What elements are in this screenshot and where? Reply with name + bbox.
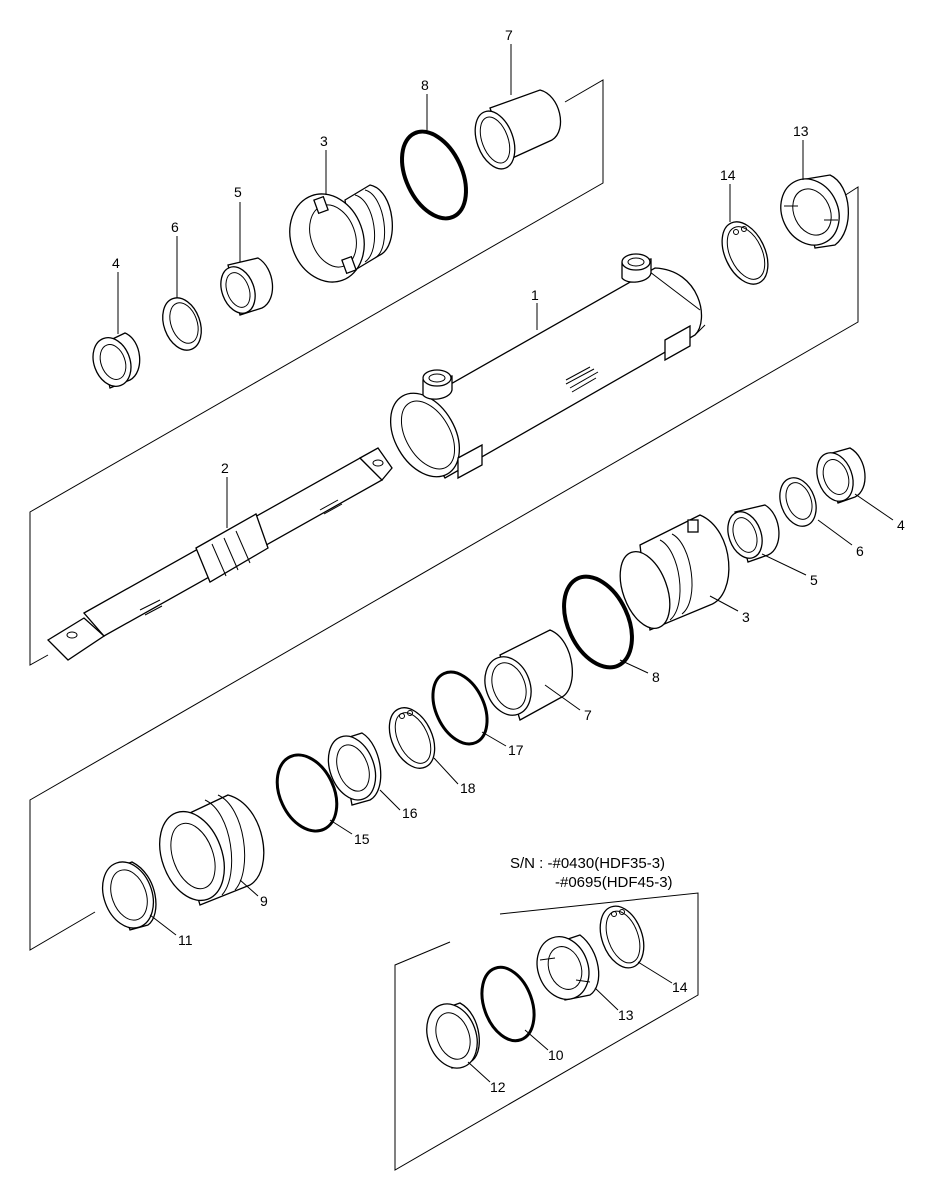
label-p11: 11 [178,932,193,948]
leader-lines [117,44,894,1083]
label-p3-right: 3 [742,609,750,625]
label-p5-right: 5 [810,572,818,588]
part-6-ring-top [162,297,202,351]
label-p9: 9 [260,893,268,909]
label-p1: 1 [531,287,539,303]
part-9-piston [159,794,265,906]
label-p12: 12 [490,1079,506,1095]
label-p10: 10 [548,1047,564,1063]
label-p16: 16 [402,805,418,821]
part-4-wiper-top [92,332,141,389]
part-6-ring-right [779,477,817,527]
part-5-bush-top [220,257,274,316]
part-14-snap-ring-top [721,221,769,285]
label-p8-top: 8 [421,77,429,93]
serial-note-line-1: S/N : -#0430(HDF35-3) [510,855,665,872]
label-p7-right: 7 [584,707,592,723]
part-7-sleeve-top [474,89,562,170]
label-p14-top: 14 [720,167,736,183]
part-3-gland-top [289,184,393,283]
frame-lines [29,79,859,1171]
serial-note-line-2: -#0695(HDF45-3) [555,874,673,891]
part-8-oring-top [400,129,468,221]
part-16-backup-ring [327,732,382,806]
label-p17: 17 [508,742,524,758]
label-p15: 15 [354,831,370,847]
label-p6-right: 6 [856,543,864,559]
label-p8-right: 8 [652,669,660,685]
part-2-piston-rod [46,447,393,661]
label-p4-right: 4 [897,517,905,533]
label-p5-top: 5 [234,184,242,200]
part-13-split-ring-box [536,934,600,1001]
serial-number-note: S/N : -#0430(HDF35-3) -#0695(HDF45-3) [510,855,673,891]
part-12-ring [426,1002,480,1069]
part-5-bush-right [727,504,780,563]
part-18-snap-ring [388,707,436,769]
part-3-gland-right [619,514,730,631]
part-15-oring [275,753,339,833]
label-p3-top: 3 [320,133,328,149]
label-p13-top: 13 [793,123,809,139]
label-p2: 2 [221,460,229,476]
part-13-split-ring-top [780,174,849,249]
label-p6-top: 6 [171,219,179,235]
label-p7-top: 7 [505,27,513,43]
part-1-cylinder-tube [389,253,706,480]
part-14-snap-ring-box [599,905,645,969]
part-4-wiper-right [816,447,866,504]
label-p14-box: 14 [672,979,688,995]
part-7-sleeve-right [484,629,573,721]
part-17-oring [431,670,489,746]
part-8-oring-right [562,574,634,670]
part-11-ring [101,861,157,931]
part-10-oring [480,965,536,1043]
label-p18: 18 [460,780,476,796]
label-p13-box: 13 [618,1007,634,1023]
label-p4-top: 4 [112,255,120,271]
part-labels: 7 8 3 5 6 4 13 14 1 2 4 6 5 3 8 7 17 18 … [112,27,905,1095]
